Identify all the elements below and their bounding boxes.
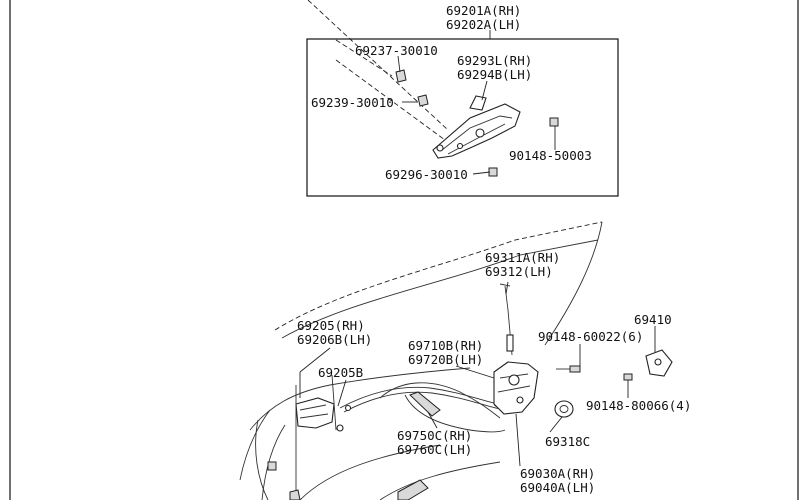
outside-handle-callout-box <box>306 38 619 197</box>
inside-handle-drawing <box>295 374 344 500</box>
part-label-69760C: 69760C(LH) <box>397 442 472 457</box>
dashed-guide-line <box>335 39 393 77</box>
leader-69311A <box>505 281 509 295</box>
part-label-69201A: 69201A(RH) <box>446 3 521 18</box>
part-label-69206B: 69206B(LH) <box>297 332 372 347</box>
leader-69237 <box>397 55 401 73</box>
leader-69318C <box>549 416 563 433</box>
part-label-69205: 69205(RH) <box>297 318 365 333</box>
clip-drawing <box>267 461 277 471</box>
leader-69296 <box>472 171 491 175</box>
part-label-69294B: 69294B(LH) <box>457 67 532 82</box>
door-outline-drawing <box>239 221 603 500</box>
leader-69030A <box>515 413 521 467</box>
part-label-90148-60022: 90148-60022(6) <box>538 329 643 344</box>
lock-rod-drawing <box>499 283 514 356</box>
part-label-69205B: 69205B <box>318 365 363 380</box>
part-label-69030A: 69030A(RH) <box>520 466 595 481</box>
dashed-guide-line <box>335 59 446 141</box>
clip-drawing <box>289 489 301 500</box>
part-label-69710B: 69710B(RH) <box>408 338 483 353</box>
leader-69205 <box>299 347 331 373</box>
part-label-69296: 69296-30010 <box>385 167 468 182</box>
outside-handle-drawing <box>395 69 559 177</box>
part-label-69410: 69410 <box>634 312 672 327</box>
part-label-69311A: 69311A(RH) <box>485 250 560 265</box>
part-label-90148-50003: 90148-50003 <box>509 148 592 163</box>
part-label-69750C: 69750C(RH) <box>397 428 472 443</box>
part-label-69237: 69237-30010 <box>355 43 438 58</box>
part-label-69312: 69312(LH) <box>485 264 553 279</box>
striker-drawing <box>623 349 673 381</box>
part-label-69720B: 69720B(LH) <box>408 352 483 367</box>
part-label-69318C: 69318C <box>545 434 590 449</box>
part-label-69202A: 69202A(LH) <box>446 17 521 32</box>
cushion-inner-ring <box>559 405 569 413</box>
dashed-guide-line <box>307 0 449 131</box>
part-label-69293L: 69293L(RH) <box>457 53 532 68</box>
leader-69750C <box>427 411 438 429</box>
part-label-69239: 69239-30010 <box>311 95 394 110</box>
door-lock-assembly-drawing <box>493 361 581 415</box>
leader-69205B <box>337 379 347 407</box>
cushion-69318C-drawing <box>554 400 574 418</box>
part-label-90148-80066: 90148-80066(4) <box>586 398 691 413</box>
part-label-69040A: 69040A(LH) <box>520 480 595 495</box>
control-cable-drawing <box>339 382 506 433</box>
leader-69293L <box>481 80 488 101</box>
leader-69710B <box>455 365 495 379</box>
